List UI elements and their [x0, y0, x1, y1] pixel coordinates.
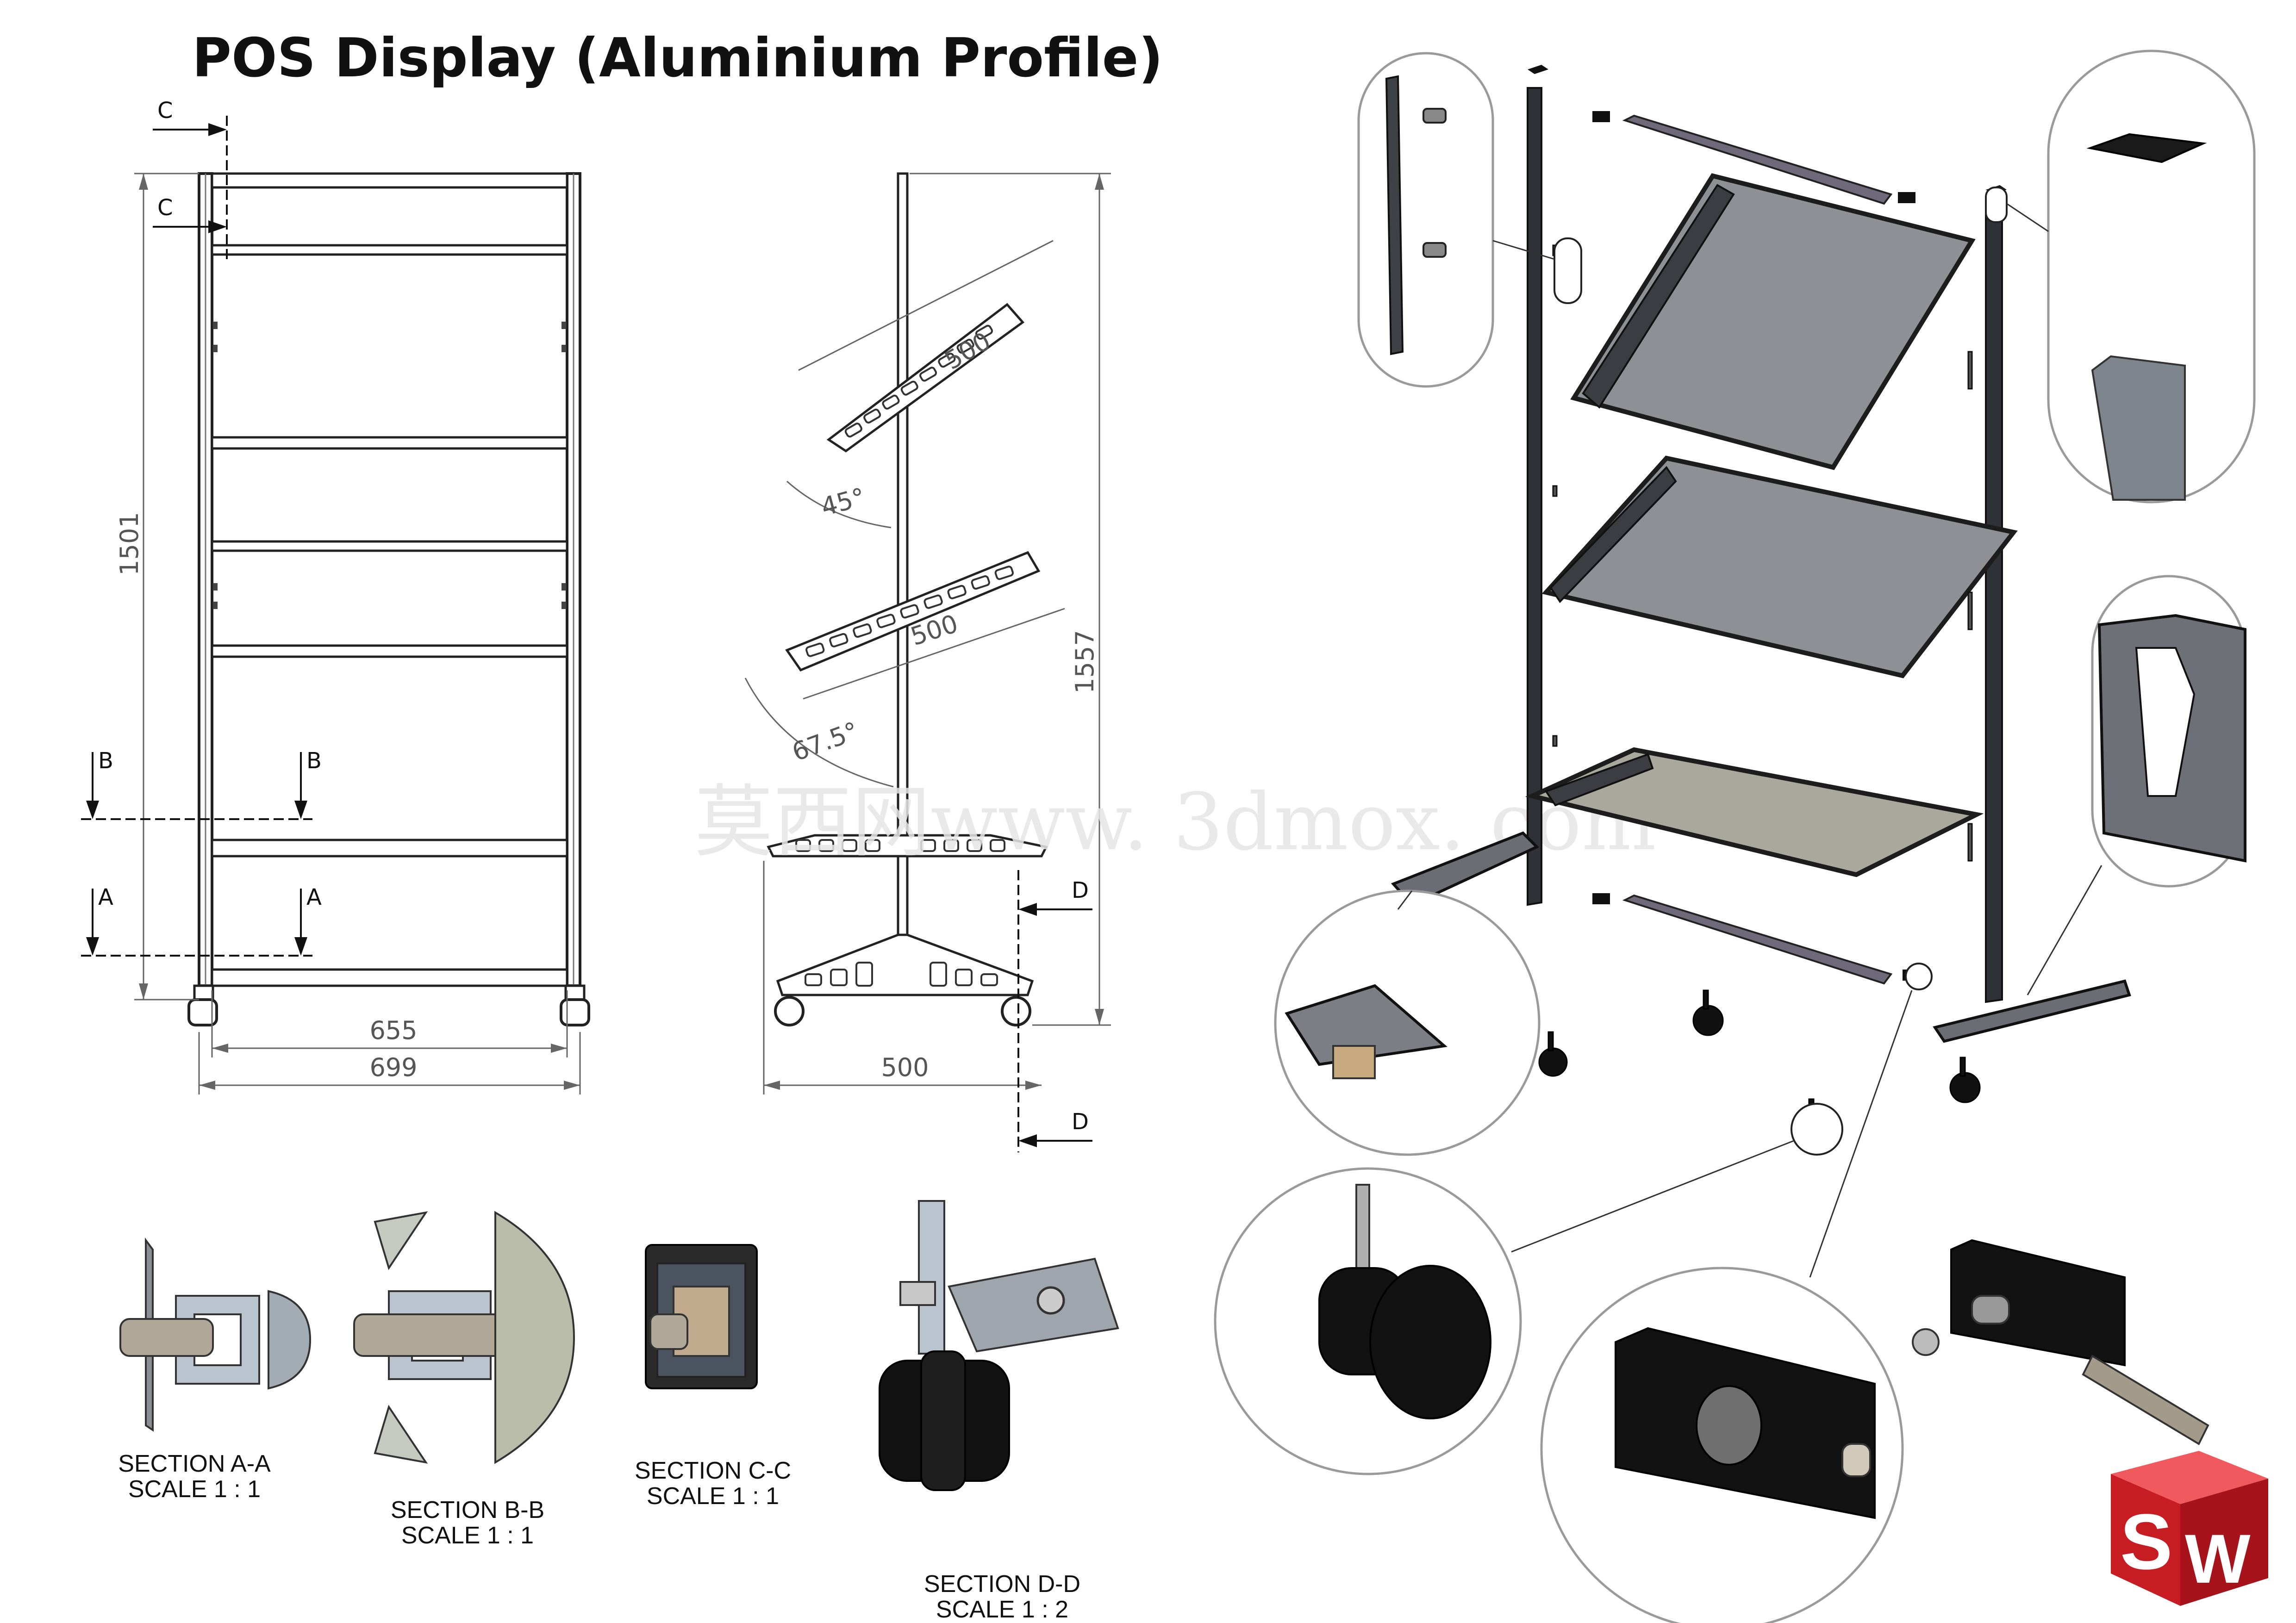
section-a-a: SECTION A-A SCALE 1 : 1 — [118, 1237, 312, 1503]
solidworks-logo: S W — [2111, 1451, 2268, 1606]
marker-a-right: A — [306, 884, 322, 910]
section-d-d: SECTION D-D SCALE 1 : 2 — [879, 1200, 1119, 1623]
logo-cube-left — [2111, 1474, 2180, 1606]
isometric-assembly — [1391, 65, 2131, 1146]
marker-b-left: B — [98, 748, 113, 774]
exploded-connector — [1912, 1239, 2209, 1445]
section-d-d-scale: SCALE 1 : 2 — [936, 1596, 1068, 1623]
marker-c-2: C — [157, 195, 173, 221]
section-c-c: SECTION C-C SCALE 1 : 1 — [635, 1244, 791, 1510]
angle-top: 45° — [818, 482, 868, 522]
section-a-a-scale: SCALE 1 : 1 — [128, 1476, 261, 1503]
marker-a-left: A — [98, 884, 113, 910]
sheet-title: POS Display (Aluminium Profile) — [192, 27, 1163, 89]
detail-bracket-connection — [2027, 575, 2246, 995]
section-c-c-scale: SCALE 1 : 1 — [647, 1483, 779, 1510]
front-caster-right — [560, 984, 590, 1026]
front-caster-left — [187, 984, 218, 1026]
side-view: 500 500 45° 67.5° 1557 500 D D — [744, 172, 1111, 1152]
section-b-b-scale: SCALE 1 : 1 — [401, 1522, 534, 1549]
dim-outer-width: 699 — [369, 1053, 417, 1082]
detail-foot — [1274, 889, 1541, 1156]
marker-c-1: C — [157, 98, 173, 124]
detail-profile-bolts — [1357, 52, 1582, 388]
dim-base: 500 — [881, 1053, 929, 1082]
detail-connector — [1540, 963, 1933, 1623]
detail-end-cap-profile — [1985, 50, 2256, 504]
front-view: 1501 655 699 C C B B A — [81, 98, 590, 1094]
dim-front-height: 1501 — [115, 512, 144, 575]
marker-d-bottom: D — [1072, 1109, 1089, 1135]
logo-cube-right — [2180, 1479, 2268, 1606]
dim-total-height: 1557 — [1070, 630, 1099, 693]
section-c-c-title: SECTION C-C — [635, 1457, 791, 1484]
dim-inner-width: 655 — [369, 1016, 417, 1045]
logo-letter-w: W — [2185, 1520, 2251, 1598]
logo-cube-top — [2111, 1451, 2268, 1504]
section-b-b: SECTION B-B SCALE 1 : 1 — [353, 1211, 575, 1549]
logo-letter-s: S — [2120, 1498, 2172, 1586]
marker-d-top: D — [1072, 877, 1089, 903]
detail-caster — [1214, 1103, 1843, 1475]
section-a-a-title: SECTION A-A — [118, 1450, 271, 1477]
section-b-b-title: SECTION B-B — [391, 1497, 544, 1524]
section-d-d-title: SECTION D-D — [924, 1571, 1080, 1598]
marker-b-right: B — [306, 748, 322, 774]
